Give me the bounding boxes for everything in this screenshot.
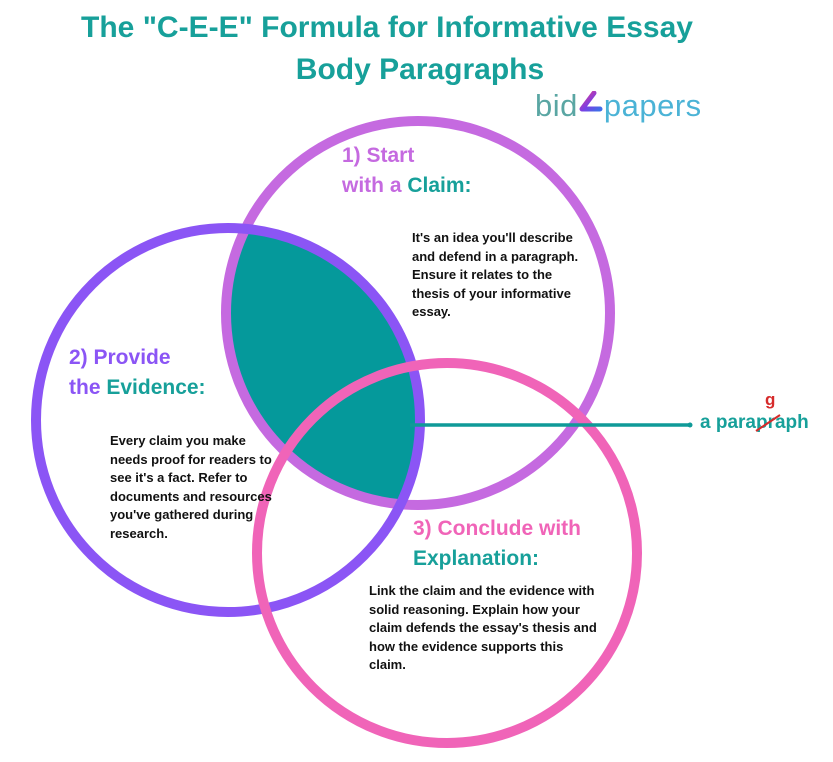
struck-letter-text: p <box>755 412 768 433</box>
evidence-heading-keyword: Evidence: <box>106 376 206 399</box>
connector-line-end-dot <box>687 422 693 428</box>
logo-text-left: bid <box>535 88 578 123</box>
evidence-heading: 2) Provide the Evidence: <box>69 343 206 403</box>
explanation-heading: 3) Conclude with Explanation: <box>413 514 581 574</box>
claim-heading-line2: with a Claim: <box>342 171 472 201</box>
evidence-heading-line1: 2) Provide <box>69 346 171 369</box>
claim-heading-keyword: Claim: <box>407 174 472 197</box>
brand-logo: bid papers <box>535 86 702 126</box>
evidence-heading-prefix: the <box>69 376 107 399</box>
logo-text-right: papers <box>603 88 702 123</box>
claim-circle <box>221 116 615 510</box>
claim-heading-prefix: with a <box>342 174 408 197</box>
explanation-description: Link the claim and the evidence with sol… <box>369 583 597 672</box>
page-subtitle: Body Paragraphs <box>295 53 545 86</box>
explanation-heading-line1: 3) Conclude with <box>413 517 581 540</box>
evidence-description: Every claim you make needs proof for rea… <box>110 433 272 541</box>
claim-heading-line1: 1) Start <box>342 144 415 167</box>
paragraph-label-start: a para <box>700 412 756 433</box>
claim-heading: 1) Start with a Claim: <box>342 141 472 201</box>
evidence-circle <box>31 223 425 617</box>
correction-letter: g <box>764 390 776 409</box>
evidence-heading-line2: the Evidence: <box>69 373 206 403</box>
explanation-heading-keyword: Explanation: <box>413 547 540 570</box>
explanation-circle <box>252 358 642 748</box>
four-arrow-logo-icon <box>579 91 603 121</box>
strikethrough-mark-icon <box>755 414 781 432</box>
page-title: The "C-E-E" Formula for Informative Essa… <box>81 11 693 44</box>
claim-description: It's an idea you'll describe and defend … <box>412 230 579 319</box>
